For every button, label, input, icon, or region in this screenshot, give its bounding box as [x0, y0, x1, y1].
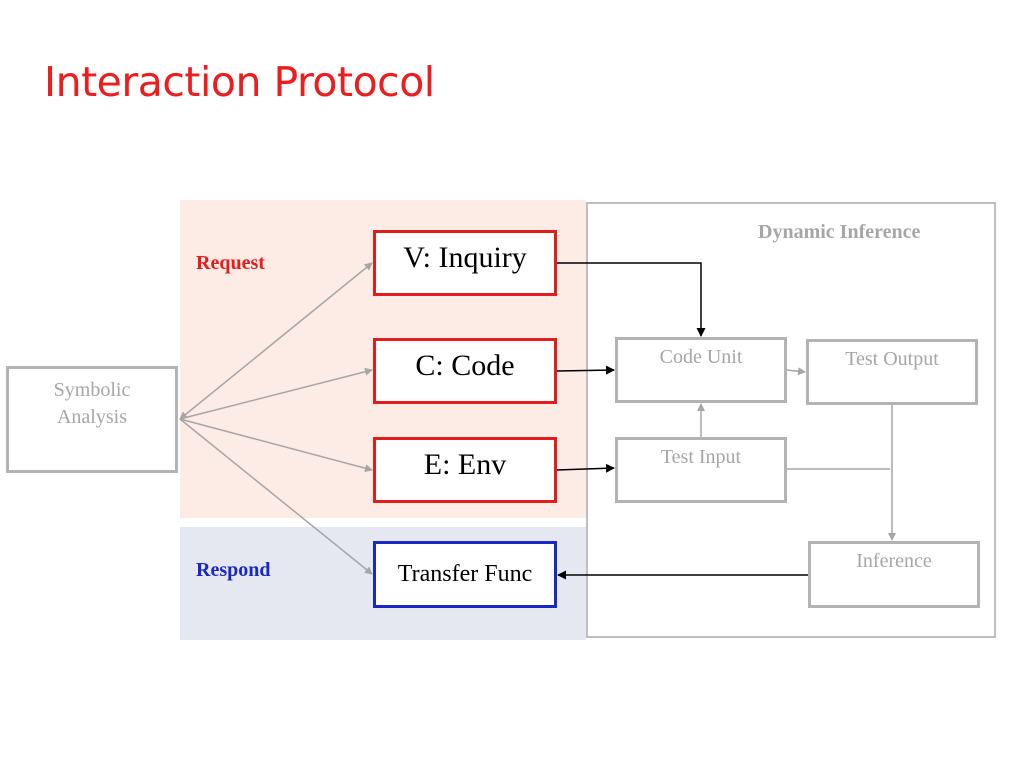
- code-unit-node: Code Unit: [615, 337, 787, 403]
- test-output-node: Test Output: [806, 339, 978, 405]
- inference-label: Inference: [856, 550, 932, 572]
- edge-code-unit-to-test-output: [786, 367, 806, 376]
- transfer-func-label: Transfer Func: [397, 561, 533, 587]
- transfer-func-node: Transfer Func: [373, 541, 557, 608]
- test-input-label: Test Input: [660, 446, 742, 468]
- symbolic-analysis-label: Symbolic Analysis: [53, 379, 131, 428]
- test-output-label: Test Output: [845, 348, 939, 370]
- inquiry-node: V: Inquiry: [373, 230, 557, 296]
- inference-node: Inference: [808, 541, 980, 608]
- edge-symbolic-to-transfer: [179, 418, 373, 575]
- slide-title: Interaction Protocol: [44, 58, 435, 106]
- respond-label: Respond: [196, 559, 271, 581]
- code-node: C: Code: [373, 338, 557, 404]
- edge-symbolic-to-env: [179, 418, 373, 473]
- env-node: E: Env: [373, 437, 557, 503]
- edge-symbolic-to-code: [179, 367, 373, 420]
- edge-env-to-test-input: [556, 463, 615, 473]
- edge-code-to-code-unit: [556, 365, 615, 375]
- test-input-node: Test Input: [615, 437, 787, 503]
- inquiry-label: V: Inquiry: [403, 241, 527, 274]
- edge-inquiry-to-code-unit: [557, 262, 706, 337]
- edge-symbolic-to-inquiry: [179, 262, 373, 420]
- env-label: E: Env: [423, 448, 507, 481]
- code-unit-label: Code Unit: [659, 346, 743, 368]
- symbolic-analysis-node: Symbolic Analysis: [6, 366, 178, 473]
- dynamic-inference-label: Dynamic Inference: [758, 221, 921, 243]
- code-label: C: Code: [415, 349, 515, 382]
